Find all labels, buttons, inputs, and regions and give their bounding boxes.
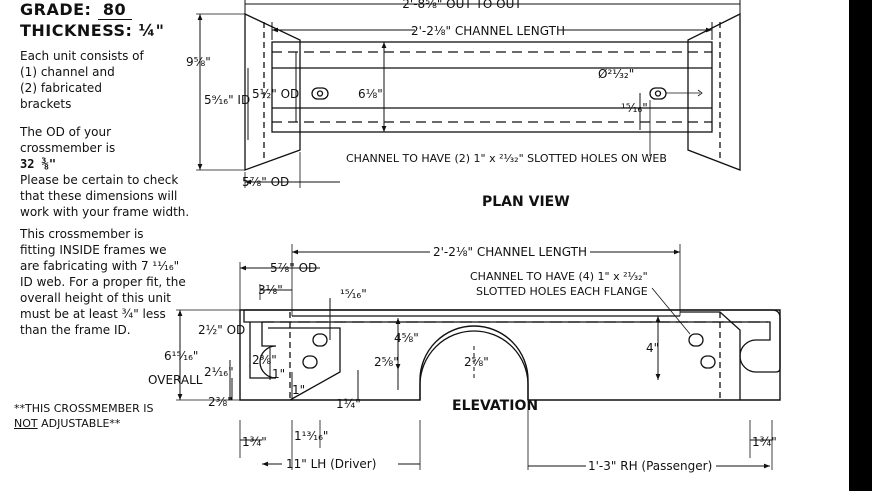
- rh-passenger-label: 1'-3" RH (Passenger): [588, 459, 712, 473]
- elev-channel-length-label: 2'-2⅛" CHANNEL LENGTH: [433, 245, 587, 259]
- note-line: **THIS CROSSMEMBER IS: [14, 402, 154, 415]
- elev-dim-2-3-8-b: 2⅜": [208, 395, 233, 409]
- elev-dim-15-16: ¹⁵⁄₁₆": [340, 287, 367, 301]
- hole-diameter-label: Ø²¹⁄₃₂": [598, 67, 634, 81]
- elevation-view: [176, 244, 781, 470]
- channel-body: [271, 41, 713, 133]
- lh-driver-label: 11" LH (Driver): [286, 457, 376, 471]
- elev-dim-1-13-16: 1¹³⁄₁₆": [294, 429, 328, 443]
- elevation-title: ELEVATION: [452, 398, 538, 414]
- fit-line: must be at least ¾" less: [20, 307, 166, 321]
- slot-hole: [312, 333, 328, 347]
- unit-line: (1) channel and: [20, 65, 115, 79]
- elev-dim-5-7-8-od: 5⅞" OD: [270, 261, 317, 275]
- elev-slot-note-line1: CHANNEL TO HAVE (4) 1" x ²¹⁄₃₂": [470, 270, 648, 283]
- elevation-body: [239, 309, 781, 401]
- slot-hole: [688, 333, 704, 347]
- od-line: crossmember is: [20, 141, 116, 155]
- dim-5-7-8-od-label: 5⅞" OD: [242, 175, 289, 189]
- elev-slot-note-line2: SLOTTED HOLES EACH FLANGE: [476, 285, 648, 298]
- slot-hole: [700, 355, 716, 369]
- plan-view-title: PLAN VIEW: [482, 194, 570, 210]
- elev-dim-4-5-8: 4⅝": [394, 331, 419, 345]
- right-bracket: [687, 12, 741, 171]
- elev-dim-1-3-4-right: 1¾": [752, 435, 777, 449]
- fit-line: overall height of this unit: [20, 291, 172, 305]
- elev-dim-1-b: 1": [292, 383, 305, 397]
- fit-line: than the frame ID.: [20, 323, 131, 337]
- plan-view: [196, 0, 741, 188]
- fit-line: fitting INSIDE frames we: [20, 243, 167, 257]
- elev-dim-4: 4": [646, 341, 659, 355]
- plan-view-labels: 2'-8⅝" OUT TO OUT 2'-2⅛" CHANNEL LENGTH …: [186, 0, 667, 210]
- channel-outline: [243, 309, 781, 379]
- left-bracket: [244, 12, 301, 171]
- elev-dim-1-a: 1": [272, 367, 285, 381]
- dim-5-1-2-od-label: 5½" OD: [252, 87, 299, 101]
- plan-channel-length-label: 2'-2⅛" CHANNEL LENGTH: [411, 24, 565, 38]
- unit-line: Each unit consists of: [20, 49, 144, 63]
- od-line: work with your frame width.: [20, 205, 190, 219]
- od-line: Please be certain to check: [20, 173, 179, 187]
- elev-overall-label: OVERALL: [148, 373, 203, 387]
- elevation-labels: 2'-2⅛" CHANNEL LENGTH CHANNEL TO HAVE (4…: [148, 245, 777, 473]
- dim-9-5-8-label: 9⅝": [186, 55, 211, 69]
- grade-label: GRADE:: [20, 0, 92, 19]
- unit-line: (2) fabricated: [20, 81, 102, 95]
- left-bracket-elev: [268, 327, 341, 401]
- slot-hole: [302, 355, 318, 369]
- elev-dim-2-3-8-a: 2⅜": [252, 353, 277, 367]
- out-to-out-label: 2'-8⅝" OUT TO OUT: [402, 0, 522, 11]
- unit-line: brackets: [20, 97, 72, 111]
- elev-dim-2-1-16: 2¹⁄₁₆": [204, 365, 234, 379]
- fit-line: are fabricating with 7 ¹¹⁄₁₆": [20, 259, 180, 273]
- elev-dim-1-3-4-left: 1¾": [242, 435, 267, 449]
- center-cutout: [419, 330, 529, 400]
- od-info-text: The OD of your crossmember is 32 ⅜" Plea…: [20, 124, 200, 220]
- elev-dim-2-5-8-b: 2⅝": [464, 355, 489, 369]
- od-line: that these dimensions will: [20, 189, 178, 203]
- elev-dim-6-15-16: 6¹⁵⁄₁₆": [164, 349, 198, 363]
- note-not: NOT: [14, 417, 38, 430]
- thickness-value: ¼": [138, 21, 165, 40]
- grade-spec: GRADE: 80: [20, 0, 132, 20]
- plan-slot-note: CHANNEL TO HAVE (2) 1" x ²¹⁄₃₂" SLOTTED …: [346, 152, 667, 165]
- dim-5-9-16-id-label: 5⁹⁄₁₆" ID: [204, 93, 250, 107]
- elev-dim-1-1-4: 1¼": [336, 397, 361, 411]
- dim-15-16-label: ¹⁵⁄₁₆": [621, 101, 648, 115]
- fit-line: This crossmember is: [20, 227, 144, 241]
- thickness-label: THICKNESS:: [20, 21, 133, 40]
- thickness-spec: THICKNESS: ¼": [20, 21, 164, 40]
- od-value: 32 ⅜": [20, 157, 57, 171]
- not-adjustable-note: **THIS CROSSMEMBER IS NOT ADJUSTABLE**: [14, 401, 184, 431]
- elev-dim-2-5-8-a: 2⅝": [374, 355, 399, 369]
- fit-info-text: This crossmember is fitting INSIDE frame…: [20, 226, 205, 338]
- elev-dim-3-1-8: 3⅛": [258, 283, 283, 297]
- od-line: The OD of your: [20, 125, 111, 139]
- note-suffix: ADJUSTABLE**: [37, 417, 121, 430]
- slot-hole: [311, 87, 329, 100]
- right-bracket-elev: [680, 311, 741, 400]
- edge-band: [849, 0, 872, 491]
- elev-dim-2-1-2-od: 2½" OD: [198, 323, 245, 337]
- fit-line: ID web. For a proper fit, the: [20, 275, 186, 289]
- grade-value: 80: [97, 0, 132, 20]
- unit-contents-text: Each unit consists of (1) channel and (2…: [20, 48, 180, 112]
- slot-hole: [649, 87, 667, 100]
- dim-6-1-8-label: 6⅛": [358, 87, 383, 101]
